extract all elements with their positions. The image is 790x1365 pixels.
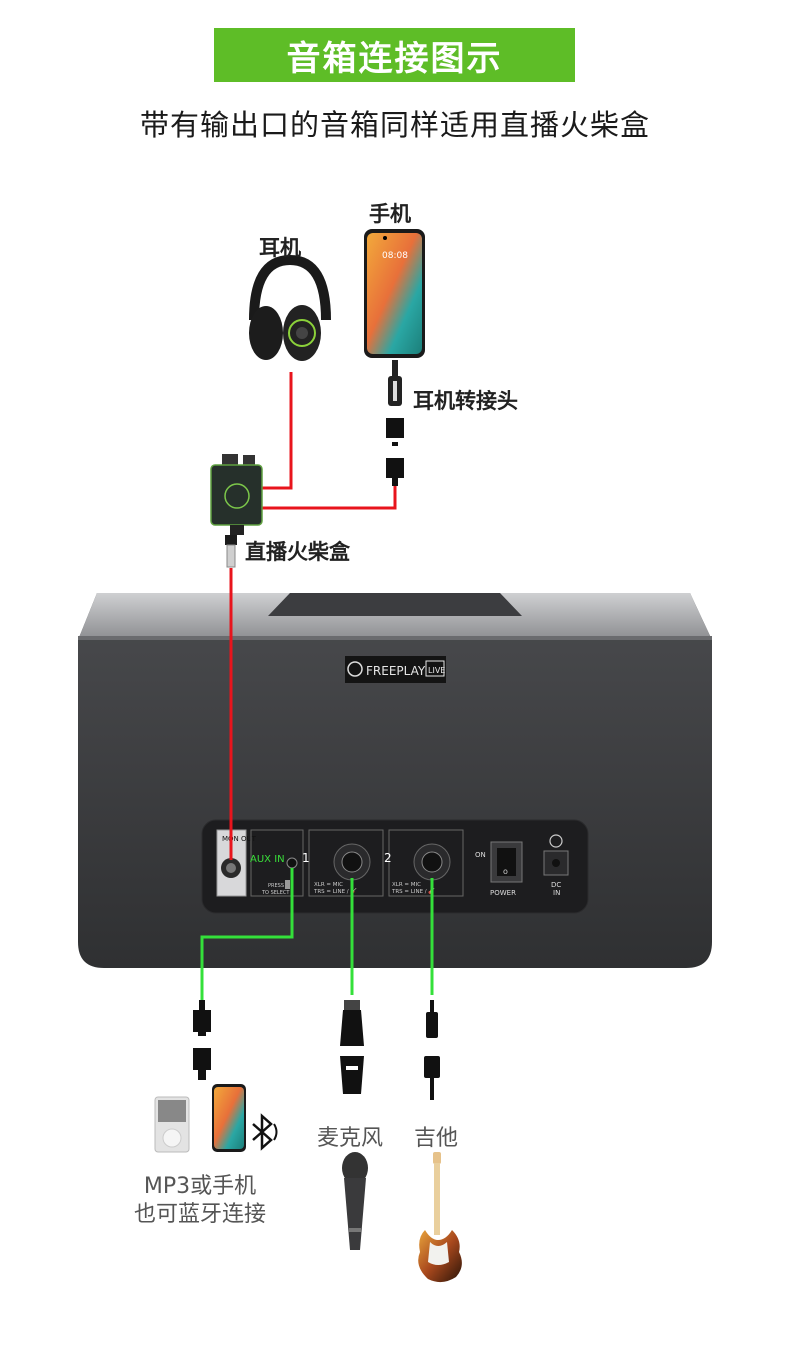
svg-text:ON: ON: [475, 851, 486, 859]
bluetooth-icon: [252, 1113, 278, 1151]
live-box-label: 直播火柴盒: [245, 540, 350, 564]
svg-text:IN: IN: [553, 889, 560, 897]
phone-icon: 08:08: [364, 229, 425, 358]
mp3-label-line2: 也可蓝牙连接: [133, 1202, 266, 1227]
headphones-icon: [249, 254, 331, 361]
red-cables: [229, 372, 397, 860]
headphone-cable: [262, 372, 293, 490]
live-box-icon: [210, 454, 263, 568]
headphone-adapter-icon: [386, 360, 404, 486]
mackie-logo-icon: [224, 483, 250, 509]
mp3-label-line1: MP3或手机: [143, 1174, 257, 1199]
guitar-label: 吉他: [414, 1126, 459, 1151]
aux-cable: [200, 868, 294, 1000]
page-subtitle: 带有输出口的音箱同样适用直播火柴盒: [139, 108, 650, 142]
aux-plug-icons: [193, 1000, 211, 1080]
svg-text:o: o: [503, 867, 508, 876]
jack-plug-icons: [424, 1000, 440, 1100]
rear-panel: MON OUT AUX IN PRESS TO SELECT 1 XLR = M…: [201, 819, 589, 914]
channel-2-combo-jack[interactable]: [413, 843, 451, 881]
freeplay-logo: FREEPLAY LIVE: [345, 656, 446, 683]
xlr-plug-icons: [340, 1000, 364, 1094]
mackie-logo-icon: [347, 661, 363, 677]
aux-in-jack[interactable]: [286, 857, 298, 869]
channel-1-combo-jack[interactable]: [333, 843, 371, 881]
aux-select-button[interactable]: [285, 880, 290, 889]
page-title-banner: 音箱连接图示: [214, 28, 575, 82]
svg-text:DC: DC: [551, 881, 561, 889]
svg-text:TRS = LINE / 🎸: TRS = LINE / 🎸: [391, 888, 435, 895]
headphones-label: 耳机: [259, 236, 301, 260]
brand-badge: LIVE: [428, 666, 445, 675]
channel-2-label: 2: [384, 851, 392, 865]
mackie-small-logo-icon: [549, 834, 563, 848]
svg-text:POWER: POWER: [490, 889, 516, 897]
small-phone-icon: [212, 1084, 246, 1152]
svg-text:TRS = LINE / 🎸: TRS = LINE / 🎸: [313, 888, 357, 895]
svg-text:XLR = MIC: XLR = MIC: [314, 882, 343, 888]
speaker: FREEPLAY LIVE MON OUT AUX IN PRESS TO SE…: [78, 593, 712, 968]
mp3-player-icon: [154, 1096, 190, 1153]
svg-text:XLR = MIC: XLR = MIC: [392, 882, 421, 888]
phone-time: 08:08: [382, 251, 408, 261]
guitar-icon: [418, 1152, 462, 1283]
channel-1-label: 1: [302, 851, 310, 865]
svg-text:TO SELECT: TO SELECT: [261, 890, 290, 896]
adapter-label: 耳机转接头: [413, 389, 518, 413]
svg-text:MON OUT: MON OUT: [222, 835, 257, 843]
mic-label: 麦克风: [317, 1126, 384, 1151]
phone-label: 手机: [369, 202, 411, 226]
power-switch[interactable]: o: [490, 841, 523, 883]
green-cables: [200, 868, 434, 1000]
aux-in-label: AUX IN: [250, 854, 285, 865]
svg-text:PRESS: PRESS: [268, 883, 284, 889]
brand-name: FREEPLAY: [366, 664, 426, 678]
page-title: 音箱连接图示: [286, 38, 503, 79]
phone-cable: [262, 486, 397, 510]
microphone-icon: [342, 1152, 368, 1250]
